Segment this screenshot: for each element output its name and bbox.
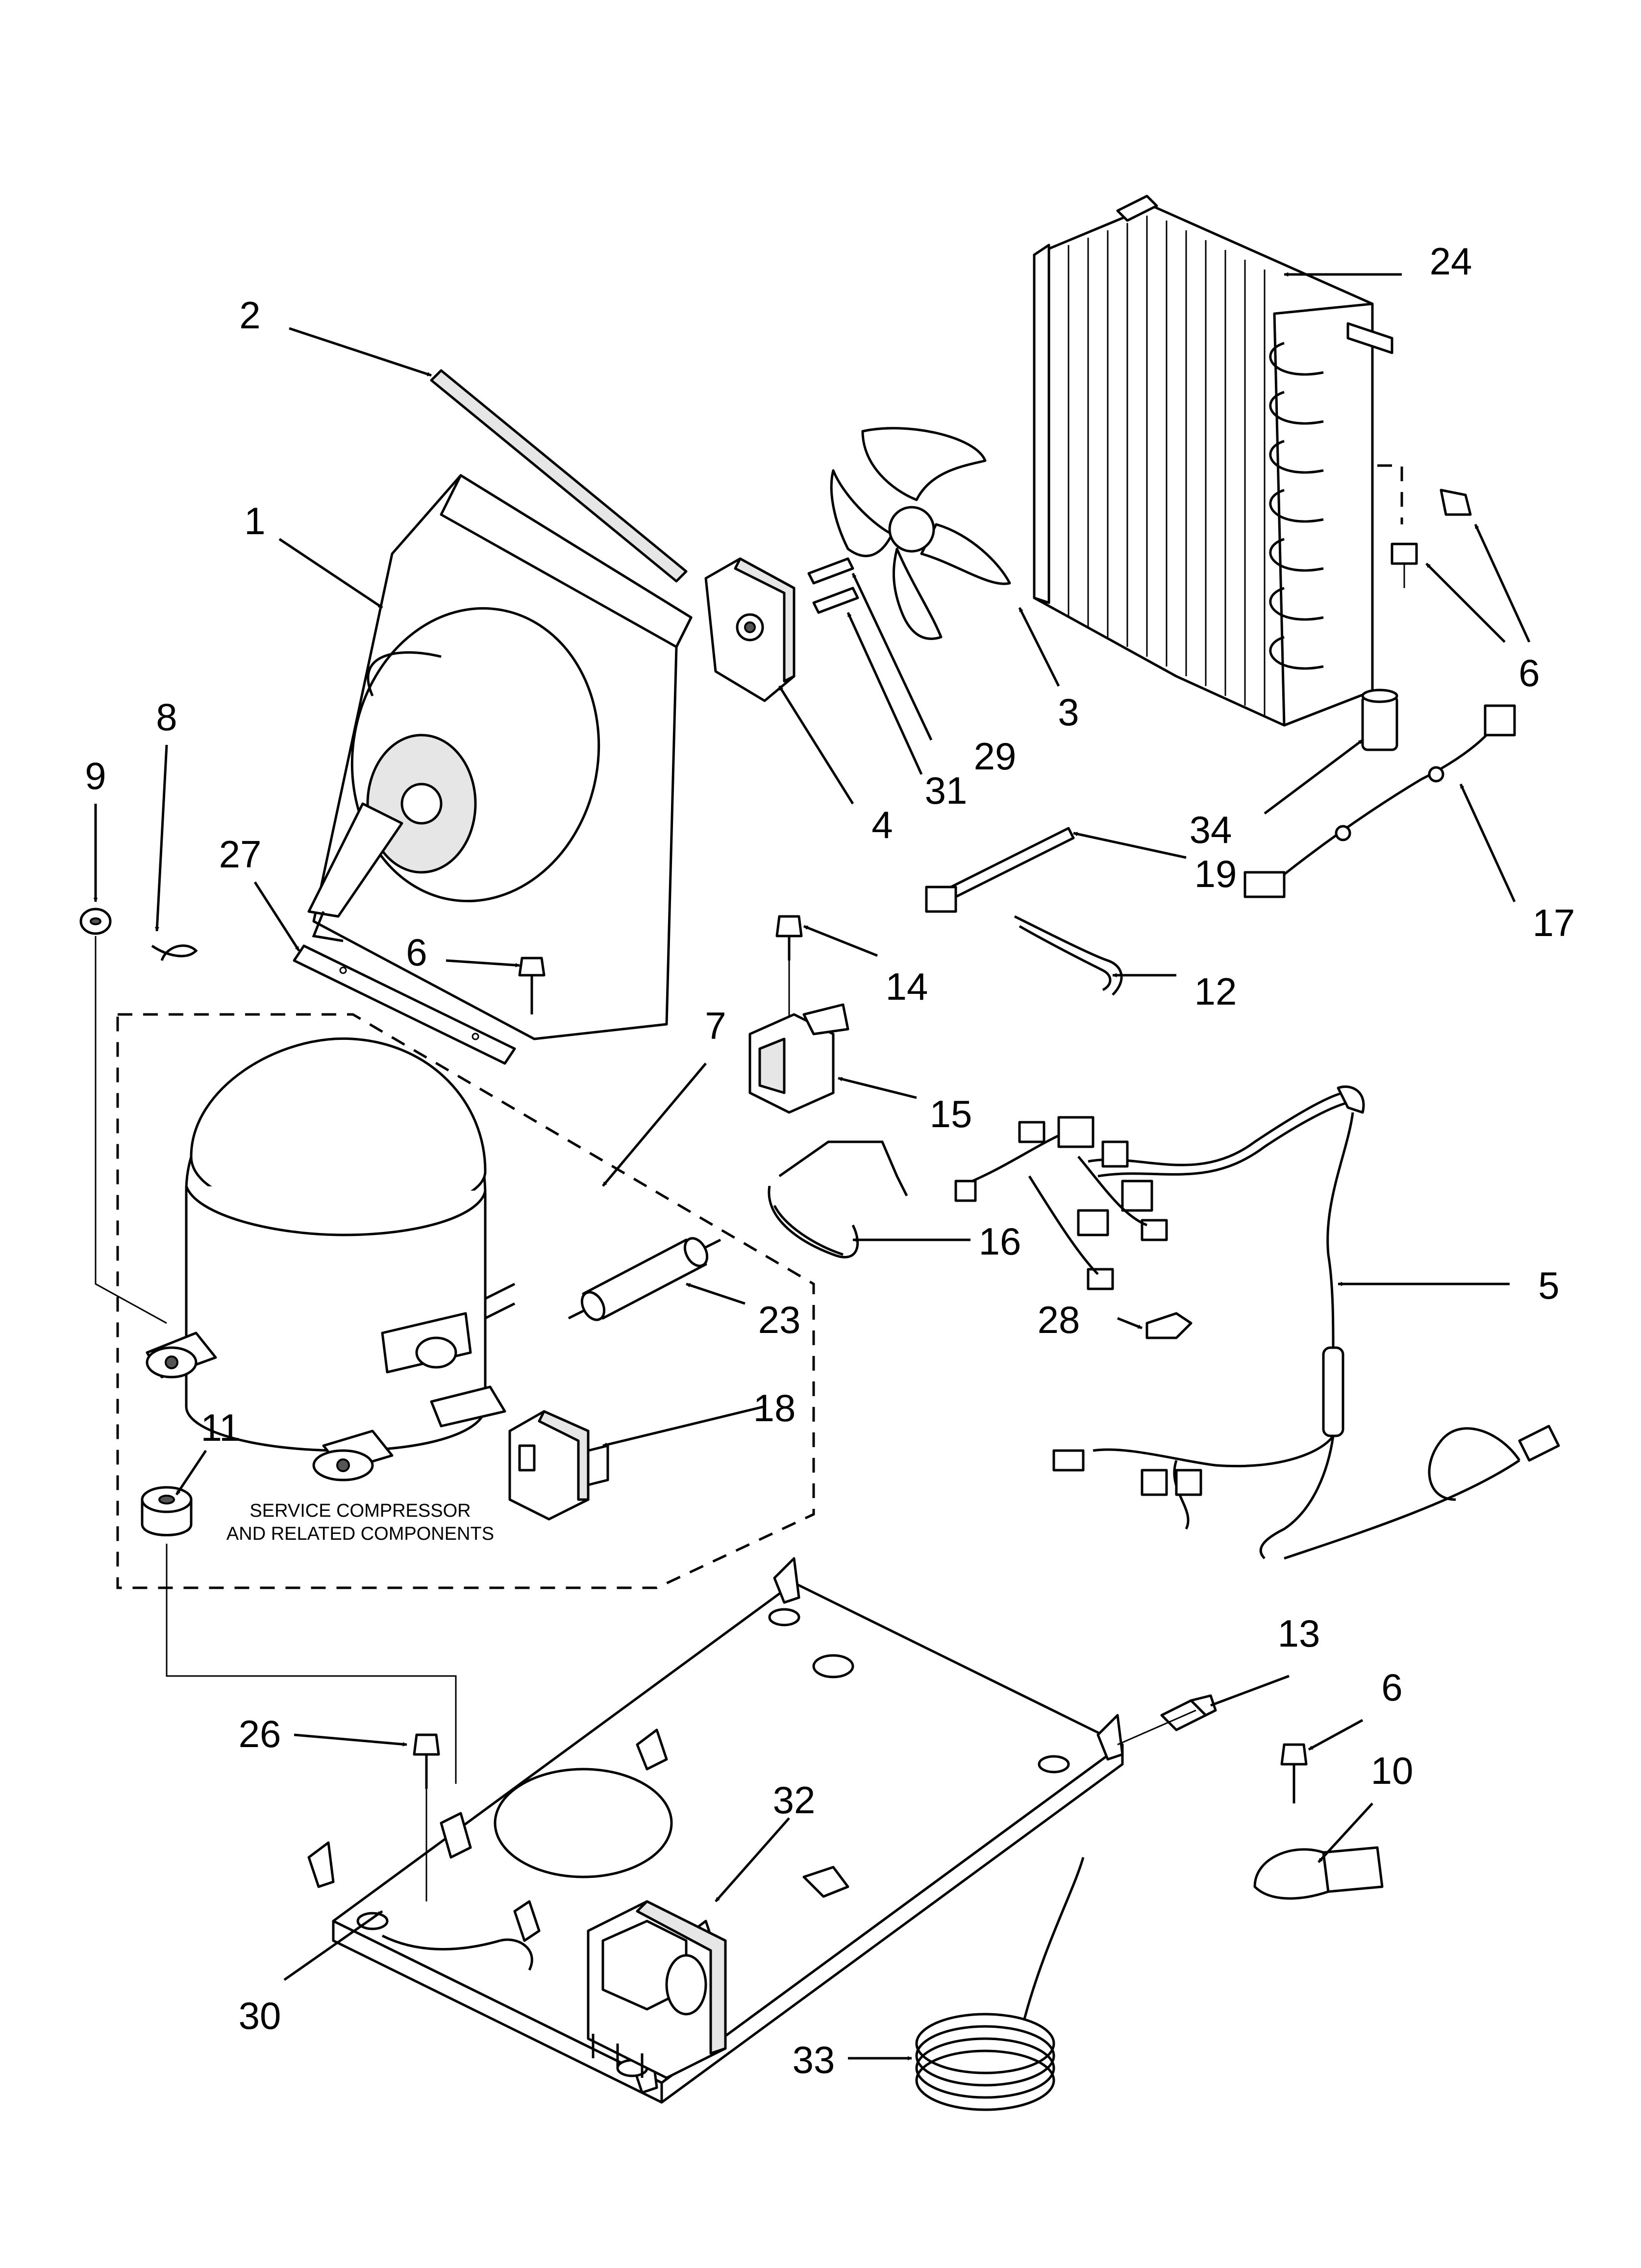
callout-27: 27	[219, 833, 262, 876]
service-note-line-1: SERVICE COMPRESSOR	[249, 1501, 471, 1521]
callout-14: 14	[886, 965, 928, 1008]
callout-30: 30	[239, 1994, 281, 2037]
callout-1: 1	[244, 499, 265, 542]
callout-10: 10	[1371, 1749, 1414, 1792]
callout-3: 3	[1058, 690, 1079, 734]
part-cable-tie	[925, 827, 1075, 913]
callout-31: 31	[925, 769, 968, 812]
callout-32: 32	[773, 1778, 816, 1822]
callout-6-shroud: 6	[406, 931, 427, 974]
condenser-fins	[1068, 216, 1266, 715]
callout-2: 2	[239, 294, 260, 337]
part-screw-shroud	[518, 957, 546, 1014]
callout-17: 17	[1533, 901, 1575, 944]
part-compressor	[146, 1037, 516, 1481]
part-thermistor-harness	[1243, 704, 1516, 898]
part-motor-screws	[807, 557, 859, 614]
callout-11: 11	[201, 1406, 241, 1449]
part-solenoid-coil	[748, 1003, 849, 1114]
callout-9: 9	[85, 754, 106, 797]
part-valve-bracket	[768, 1140, 908, 1258]
part-wiring-harness	[954, 1085, 1365, 1559]
callout-34: 34	[1190, 808, 1232, 851]
reference-lines	[95, 936, 1196, 1784]
part-capacitor	[1361, 689, 1398, 751]
callout-16: 16	[979, 1220, 1021, 1263]
service-note-line-2: AND RELATED COMPONENTS	[226, 1524, 494, 1544]
callout-24: 24	[1430, 240, 1472, 283]
service-group-outline	[116, 1013, 815, 1589]
part-screw-bottom-right	[1280, 1743, 1308, 1803]
part-power-cord	[1284, 1425, 1560, 1560]
part-tubing	[1014, 915, 1123, 996]
part-drier	[568, 1237, 721, 1321]
callout-12: 12	[1194, 970, 1237, 1013]
callout-18: 18	[753, 1386, 796, 1430]
part-compressor-grommet	[141, 1486, 193, 1536]
callout-28: 28	[1038, 1298, 1080, 1341]
part-screw-26	[413, 1733, 440, 1901]
part-fan-shroud	[307, 474, 693, 1040]
part-gasket-strip	[430, 369, 688, 583]
part-condenser-screws	[1391, 489, 1472, 588]
callout-33: 33	[793, 2038, 835, 2081]
part-fan-blade	[830, 427, 1011, 640]
part-clamp	[1253, 1846, 1384, 1900]
condenser-tube-bends	[1269, 342, 1324, 670]
part-condenser	[1033, 195, 1403, 727]
part-relay-overload	[508, 1410, 609, 1521]
part-grommet	[79, 908, 112, 935]
callout-19: 19	[1194, 852, 1237, 895]
callout-5: 5	[1538, 1264, 1559, 1307]
callout-numbers: 2 1 3 4 29 31 24 6 34 19 17 12 14 7 15 1…	[85, 240, 1575, 2081]
callout-13: 13	[1278, 1612, 1320, 1655]
part-valve-assembly	[587, 1900, 727, 2079]
callout-6-condenser: 6	[1518, 651, 1540, 694]
leader-lines	[93, 272, 1531, 2061]
callout-8: 8	[156, 695, 177, 739]
part-small-clip	[151, 944, 198, 961]
callout-26: 26	[239, 1712, 281, 1755]
part-tubing-coil	[915, 1857, 1085, 2111]
part-bracket-plate	[293, 944, 516, 1065]
callout-6-clamp: 6	[1381, 1666, 1402, 1709]
callout-15: 15	[930, 1092, 972, 1135]
callout-7: 7	[705, 1004, 726, 1047]
callout-23: 23	[758, 1298, 801, 1341]
part-clip	[1145, 1312, 1193, 1339]
callout-29: 29	[974, 735, 1017, 778]
part-fan-motor	[704, 557, 796, 702]
callout-4: 4	[871, 803, 893, 846]
